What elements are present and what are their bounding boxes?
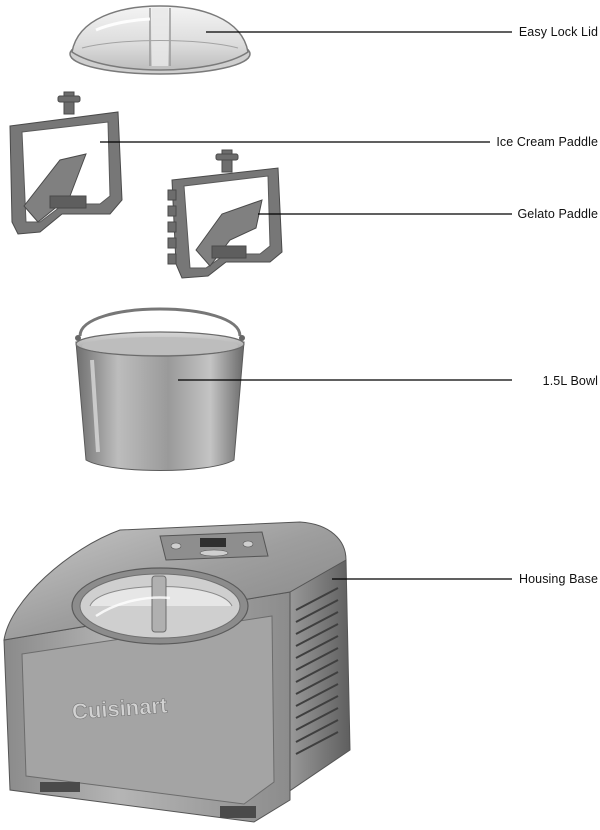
label-ice-cream-paddle: Ice Cream Paddle	[496, 135, 598, 149]
label-bowl: 1.5L Bowl	[542, 374, 598, 388]
housing-base	[3, 521, 351, 823]
bowl	[75, 307, 245, 471]
label-housing-base: Housing Base	[518, 572, 598, 586]
gelato-paddle	[167, 149, 283, 279]
label-easy-lock-lid: Easy Lock Lid	[518, 25, 598, 39]
ice-cream-paddle	[9, 91, 123, 235]
label-gelato-paddle: Gelato Paddle	[517, 207, 598, 221]
easy-lock-lid	[69, 5, 251, 75]
